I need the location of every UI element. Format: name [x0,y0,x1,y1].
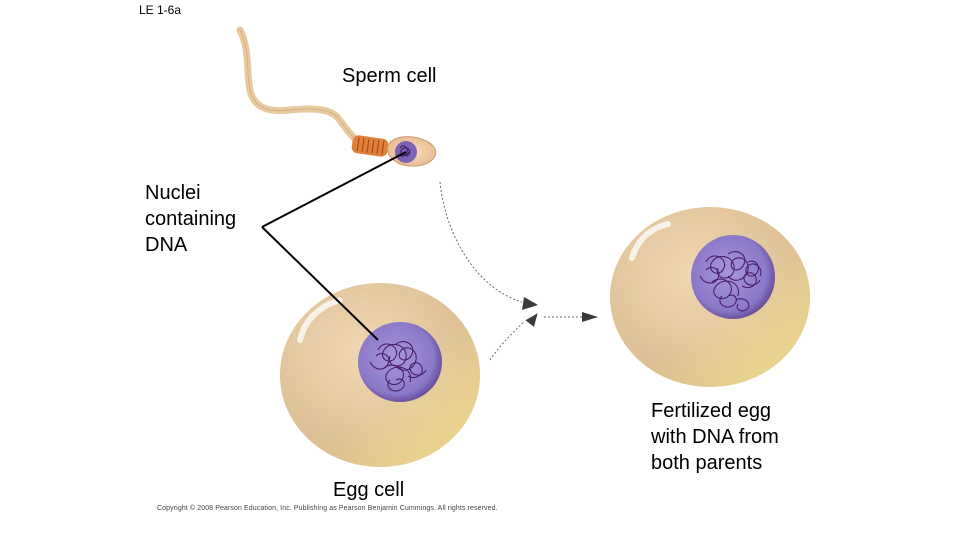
copyright-notice: Copyright © 2008 Pearson Education, Inc.… [157,505,498,512]
nuclei-label-line-3: DNA [145,234,188,256]
egg-cell-label: Egg cell [333,479,405,501]
egg-cell [280,283,480,467]
fertilized-egg [610,207,810,387]
arrow-icon [439,181,584,361]
fertilized-egg-label-line-2: with DNA from [651,426,779,448]
nuclei-label-line-2: containing [145,208,237,230]
fertilized-egg-label-line-3: both parents [651,452,763,474]
nuclei-leader-lines [261,151,407,341]
fertilized-egg-label-line-1: Fertilized egg [651,400,772,422]
nuclei-label: Nuclei containing DNA [145,180,236,258]
sperm-cell-label: Sperm cell [342,65,437,87]
egg-nucleus [358,322,442,402]
fertilized-egg-label: Fertilized egg with DNA from both parent… [651,398,779,476]
sperm-head [387,136,437,167]
slide-label: LE 1-6a [139,3,182,17]
sperm-midpiece [351,135,389,157]
nuclei-label-line-1: Nuclei [145,182,201,204]
zygote-nucleus [691,235,775,319]
